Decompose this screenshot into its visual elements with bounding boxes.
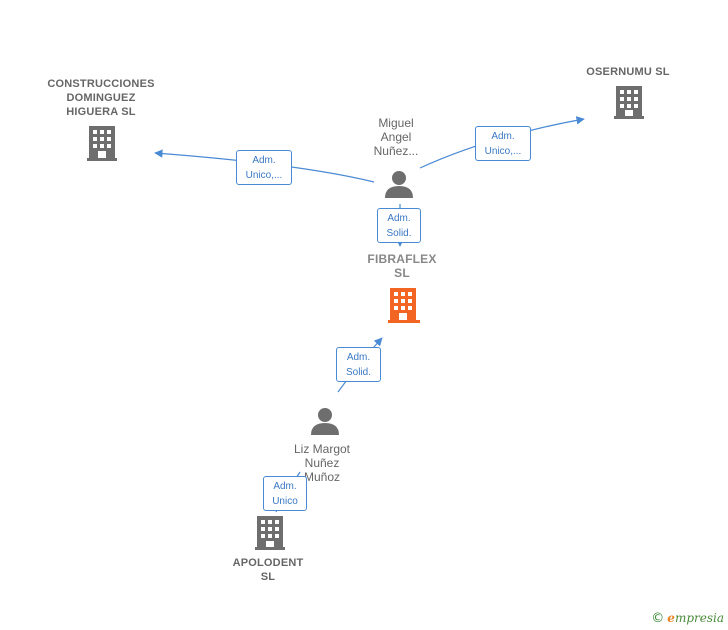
company-label-construcciones[interactable]: CONSTRUCCIONES DOMINGUEZ HIGUERA SL [47, 78, 155, 118]
edge-label-miguel-construcciones[interactable]: Adm. Unico,... [236, 150, 292, 185]
company-label-fibraflex[interactable]: FIBRAFLEX SL [367, 252, 437, 280]
company-label-osernumu[interactable]: OSERNUMU SL [586, 66, 670, 78]
person-icon[interactable] [385, 171, 413, 198]
brand-initial: e [667, 611, 675, 625]
edge-label-miguel-fibraflex[interactable]: Adm. Solid. [377, 208, 421, 243]
empresia-logo: ©empresia [651, 611, 724, 626]
building-icon[interactable] [614, 86, 644, 119]
focus-building-icon[interactable] [388, 288, 420, 323]
person-icon[interactable] [311, 408, 339, 435]
person-label-miguel[interactable]: Miguel Angel Nuñez... [373, 116, 419, 158]
person-label-liz[interactable]: Liz Margot Nuñez Muñoz [293, 442, 351, 484]
edge-label-miguel-osernumu[interactable]: Adm. Unico,... [475, 126, 531, 161]
company-label-apolodent[interactable]: APOLODENT SL [232, 557, 304, 583]
edge-label-liz-fibraflex[interactable]: Adm. Solid. [336, 347, 381, 382]
building-icon[interactable] [87, 126, 117, 161]
edge-label-liz-apolodent[interactable]: Adm. Unico [263, 476, 307, 511]
copyright-icon: © [651, 611, 665, 626]
building-icon[interactable] [255, 516, 285, 550]
brand-name: mpresia [674, 611, 724, 625]
